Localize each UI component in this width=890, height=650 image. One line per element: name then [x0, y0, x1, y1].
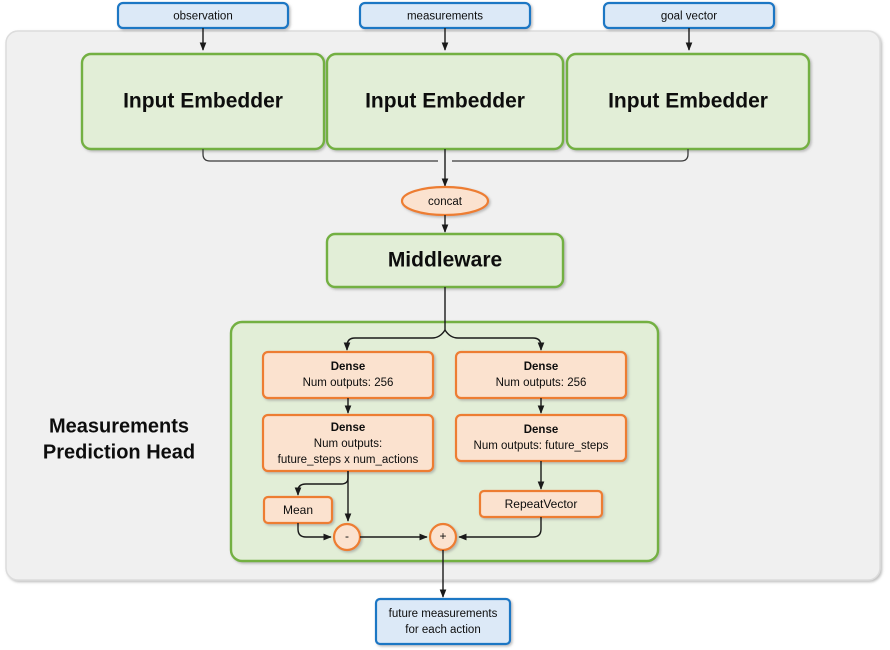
- right-dense-256-line-1: Num outputs: 256: [496, 377, 587, 389]
- edge-middleware-to-right-branch: [444, 329, 545, 351]
- left-dense-future-line-1: Num outputs:: [314, 438, 382, 450]
- middleware-label: Middleware: [388, 249, 502, 272]
- input-embedder-1-label: Input Embedder: [123, 90, 283, 113]
- input-embedder-2-label: Input Embedder: [365, 90, 525, 113]
- subtract-op-label: -: [345, 529, 349, 543]
- mean-node[interactable]: Mean: [262, 495, 334, 525]
- prediction-head-title-line1: Measurements: [49, 415, 189, 437]
- edge-embedder1-merge: [202, 149, 438, 162]
- output-future-measurements[interactable]: future measurements for each action: [374, 597, 512, 646]
- right-dense-256-title: Dense: [524, 361, 559, 373]
- concat-node[interactable]: concat: [400, 185, 490, 217]
- right-dense-future-steps[interactable]: Dense Num outputs: future_steps: [454, 413, 628, 463]
- repeat-vector-node[interactable]: RepeatVector: [478, 489, 604, 519]
- edge-mean-to-subtract: [297, 523, 332, 541]
- output-future-measurements-box[interactable]: [374, 597, 512, 646]
- left-dense-256-line-1: Num outputs: 256: [303, 377, 394, 389]
- edge-repeatvector-to-add: [458, 517, 542, 541]
- add-op-label: +: [439, 529, 446, 543]
- edge-middleware-to-left-branch: [343, 329, 446, 351]
- subtract-op-node[interactable]: -: [332, 522, 362, 552]
- output-line-2: for each action: [405, 624, 480, 636]
- left-dense-future-steps-actions[interactable]: Dense Num outputs: future_steps x num_ac…: [261, 413, 435, 473]
- left-dense-256-box[interactable]: [261, 350, 435, 400]
- input-embedder-3[interactable]: Input Embedder: [565, 52, 811, 151]
- right-dense-256[interactable]: Dense Num outputs: 256: [454, 350, 628, 400]
- input-embedder-3-label: Input Embedder: [608, 90, 768, 113]
- right-dense-future-box[interactable]: [454, 413, 628, 463]
- prediction-head-title-line2: Prediction Head: [43, 441, 195, 463]
- left-dense-future-title: Dense: [331, 422, 366, 434]
- left-dense-future-line-2: future_steps x num_actions: [278, 454, 419, 466]
- right-dense-256-box[interactable]: [454, 350, 628, 400]
- input-embedder-2[interactable]: Input Embedder: [325, 52, 565, 151]
- input-measurements-label: measurements: [407, 11, 483, 23]
- output-line-1: future measurements: [389, 608, 498, 620]
- right-dense-future-line-1: Num outputs: future_steps: [474, 440, 609, 452]
- left-dense-256[interactable]: Dense Num outputs: 256: [261, 350, 435, 400]
- repeat-vector-label: RepeatVector: [505, 497, 578, 511]
- edge-embedder3-merge: [452, 149, 689, 162]
- input-observation-label: observation: [173, 11, 232, 23]
- concat-label: concat: [428, 196, 463, 208]
- input-measurements[interactable]: measurements: [358, 1, 532, 30]
- input-goal-vector-label: goal vector: [661, 11, 717, 23]
- input-goal-vector[interactable]: goal vector: [602, 1, 776, 30]
- middleware-node[interactable]: Middleware: [325, 232, 565, 289]
- mean-label: Mean: [283, 503, 313, 517]
- input-observation[interactable]: observation: [116, 1, 290, 30]
- add-op-node[interactable]: +: [428, 522, 458, 552]
- left-dense-256-title: Dense: [331, 361, 366, 373]
- input-embedder-1[interactable]: Input Embedder: [80, 52, 326, 151]
- right-dense-future-title: Dense: [524, 424, 559, 436]
